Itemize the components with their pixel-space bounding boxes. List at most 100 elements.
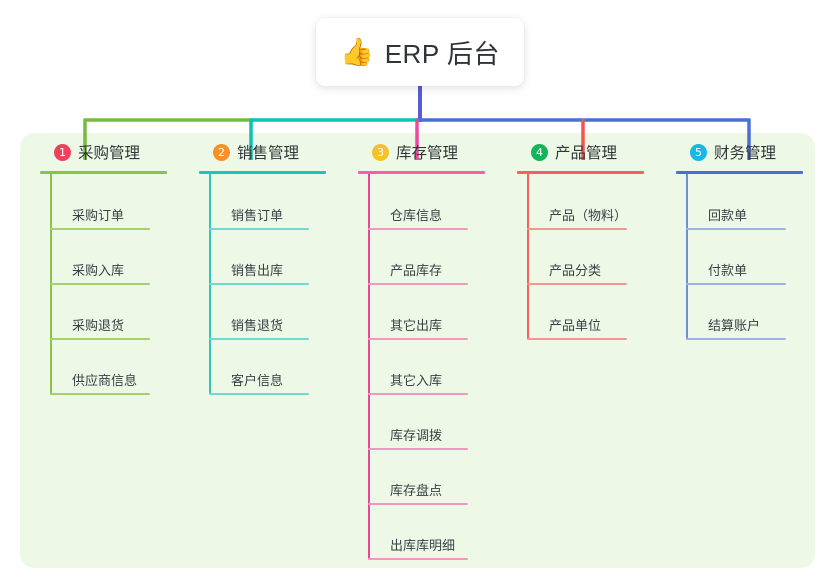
branch-item[interactable]: 产品库存 xyxy=(368,229,497,285)
branch-item[interactable]: 销售订单 xyxy=(209,174,338,230)
branch-item[interactable]: 销售退货 xyxy=(209,284,338,340)
branch-item-label: 销售订单 xyxy=(231,208,284,223)
branch-title: 销售管理 xyxy=(237,145,300,162)
branch-item-underline xyxy=(209,283,309,285)
branch-number-badge: 5 xyxy=(690,143,707,161)
branch-item-underline xyxy=(209,393,309,395)
branch-title: 产品管理 xyxy=(555,145,618,162)
branch-title: 库存管理 xyxy=(396,145,459,162)
branch-item-label: 仓库信息 xyxy=(390,208,443,223)
branch-item-list: 销售订单销售出库销售退货客户信息 xyxy=(209,174,338,395)
branch-item-label: 库存调拨 xyxy=(390,428,443,443)
branch-column-3: 3 库存管理仓库信息产品库存其它出库其它入库库存调拨库存盘点出库库明细 xyxy=(338,133,497,568)
branch-item-label: 付款单 xyxy=(708,263,748,278)
branch-item-label: 采购退货 xyxy=(72,318,125,333)
branch-item-label: 销售退货 xyxy=(231,318,284,333)
branch-item-list: 产品（物料） 产品分类产品单位 xyxy=(527,174,656,340)
branch-item[interactable]: 产品分类 xyxy=(527,229,656,285)
branch-item-underline xyxy=(686,338,786,340)
item-spacer xyxy=(708,174,815,205)
branch-item[interactable]: 其它入库 xyxy=(368,339,497,395)
root-node-title: ERP 后台 xyxy=(384,38,500,69)
branch-item-label: 客户信息 xyxy=(231,373,284,388)
item-spacer xyxy=(549,284,656,315)
item-spacer xyxy=(390,174,497,205)
item-spacer xyxy=(549,174,656,205)
branch-item-label: 供应商信息 xyxy=(72,373,138,388)
branch-number-badge: 2 xyxy=(213,143,230,161)
branch-number-badge: 4 xyxy=(531,143,548,161)
item-spacer xyxy=(231,284,338,315)
item-spacer xyxy=(231,339,338,370)
branch-item-label: 产品库存 xyxy=(390,263,443,278)
branch-item-underline xyxy=(209,228,309,230)
branch-item-underline xyxy=(209,338,309,340)
branch-item-underline xyxy=(368,283,468,285)
branch-item[interactable]: 产品单位 xyxy=(527,284,656,340)
item-spacer xyxy=(72,229,179,260)
branch-item[interactable]: 其它出库 xyxy=(368,284,497,340)
item-spacer xyxy=(390,504,497,535)
branch-item-underline xyxy=(368,228,468,230)
branch-item-label: 产品单位 xyxy=(549,318,602,333)
branch-item[interactable]: 客户信息 xyxy=(209,339,338,395)
branch-item[interactable]: 回款单 xyxy=(686,174,815,230)
branch-number-badge: 3 xyxy=(372,143,389,161)
branch-underline xyxy=(40,171,167,174)
branch-item[interactable]: 结算账户 xyxy=(686,284,815,340)
branch-item-label: 采购订单 xyxy=(72,208,125,223)
branch-item-list: 仓库信息产品库存其它出库其它入库库存调拨库存盘点出库库明细 xyxy=(368,174,497,560)
branch-item-underline xyxy=(50,393,150,395)
item-spacer xyxy=(72,284,179,315)
branch-number-badge: 1 xyxy=(54,143,71,161)
item-spacer xyxy=(72,174,179,205)
branch-column-5: 5 财务管理回款单付款单结算账户 xyxy=(656,133,815,568)
item-spacer xyxy=(390,229,497,260)
branch-item[interactable]: 供应商信息 xyxy=(50,339,179,395)
branch-item-underline xyxy=(368,338,468,340)
branch-underline xyxy=(676,171,803,174)
branch-header-5[interactable]: 5 财务管理 xyxy=(676,133,815,171)
branch-item-label: 采购入库 xyxy=(72,263,125,278)
branch-item-underline xyxy=(686,283,786,285)
branch-underline xyxy=(358,171,485,174)
branch-item-underline xyxy=(368,448,468,450)
branch-item[interactable]: 采购退货 xyxy=(50,284,179,340)
branch-item-list: 回款单付款单结算账户 xyxy=(686,174,815,340)
branch-title: 财务管理 xyxy=(714,145,777,162)
branch-item-label: 产品分类 xyxy=(549,263,602,278)
branch-item-label: 结算账户 xyxy=(708,318,761,333)
branch-item[interactable]: 产品（物料） xyxy=(527,174,656,230)
branch-item[interactable]: 销售出库 xyxy=(209,229,338,285)
branch-item-underline xyxy=(686,228,786,230)
branch-header-4[interactable]: 4 产品管理 xyxy=(517,133,656,171)
branch-header-2[interactable]: 2 销售管理 xyxy=(199,133,338,171)
item-spacer xyxy=(231,229,338,260)
branch-item-underline xyxy=(50,228,150,230)
branch-item[interactable]: 库存盘点 xyxy=(368,449,497,505)
branch-spine xyxy=(368,174,370,559)
branch-item-list: 采购订单采购入库采购退货供应商信息 xyxy=(50,174,179,395)
branch-spine xyxy=(686,174,688,339)
item-spacer xyxy=(708,284,815,315)
root-node-card[interactable]: 👍 ERP 后台 xyxy=(316,18,524,86)
branch-item-underline xyxy=(527,283,627,285)
branch-item[interactable]: 出库库明细 xyxy=(368,504,497,560)
item-spacer xyxy=(549,229,656,260)
branch-item-label: 回款单 xyxy=(708,208,748,223)
branch-item-label: 产品（物料） xyxy=(549,208,628,223)
branch-item-underline xyxy=(368,503,468,505)
branch-item-underline xyxy=(50,338,150,340)
branch-header-3[interactable]: 3 库存管理 xyxy=(358,133,497,171)
branch-spine xyxy=(527,174,529,339)
branch-item[interactable]: 付款单 xyxy=(686,229,815,285)
branch-item[interactable]: 采购入库 xyxy=(50,229,179,285)
item-spacer xyxy=(390,339,497,370)
item-spacer xyxy=(390,284,497,315)
branch-item[interactable]: 仓库信息 xyxy=(368,174,497,230)
branch-underline xyxy=(199,171,326,174)
branch-item[interactable]: 库存调拨 xyxy=(368,394,497,450)
branch-item[interactable]: 采购订单 xyxy=(50,174,179,230)
